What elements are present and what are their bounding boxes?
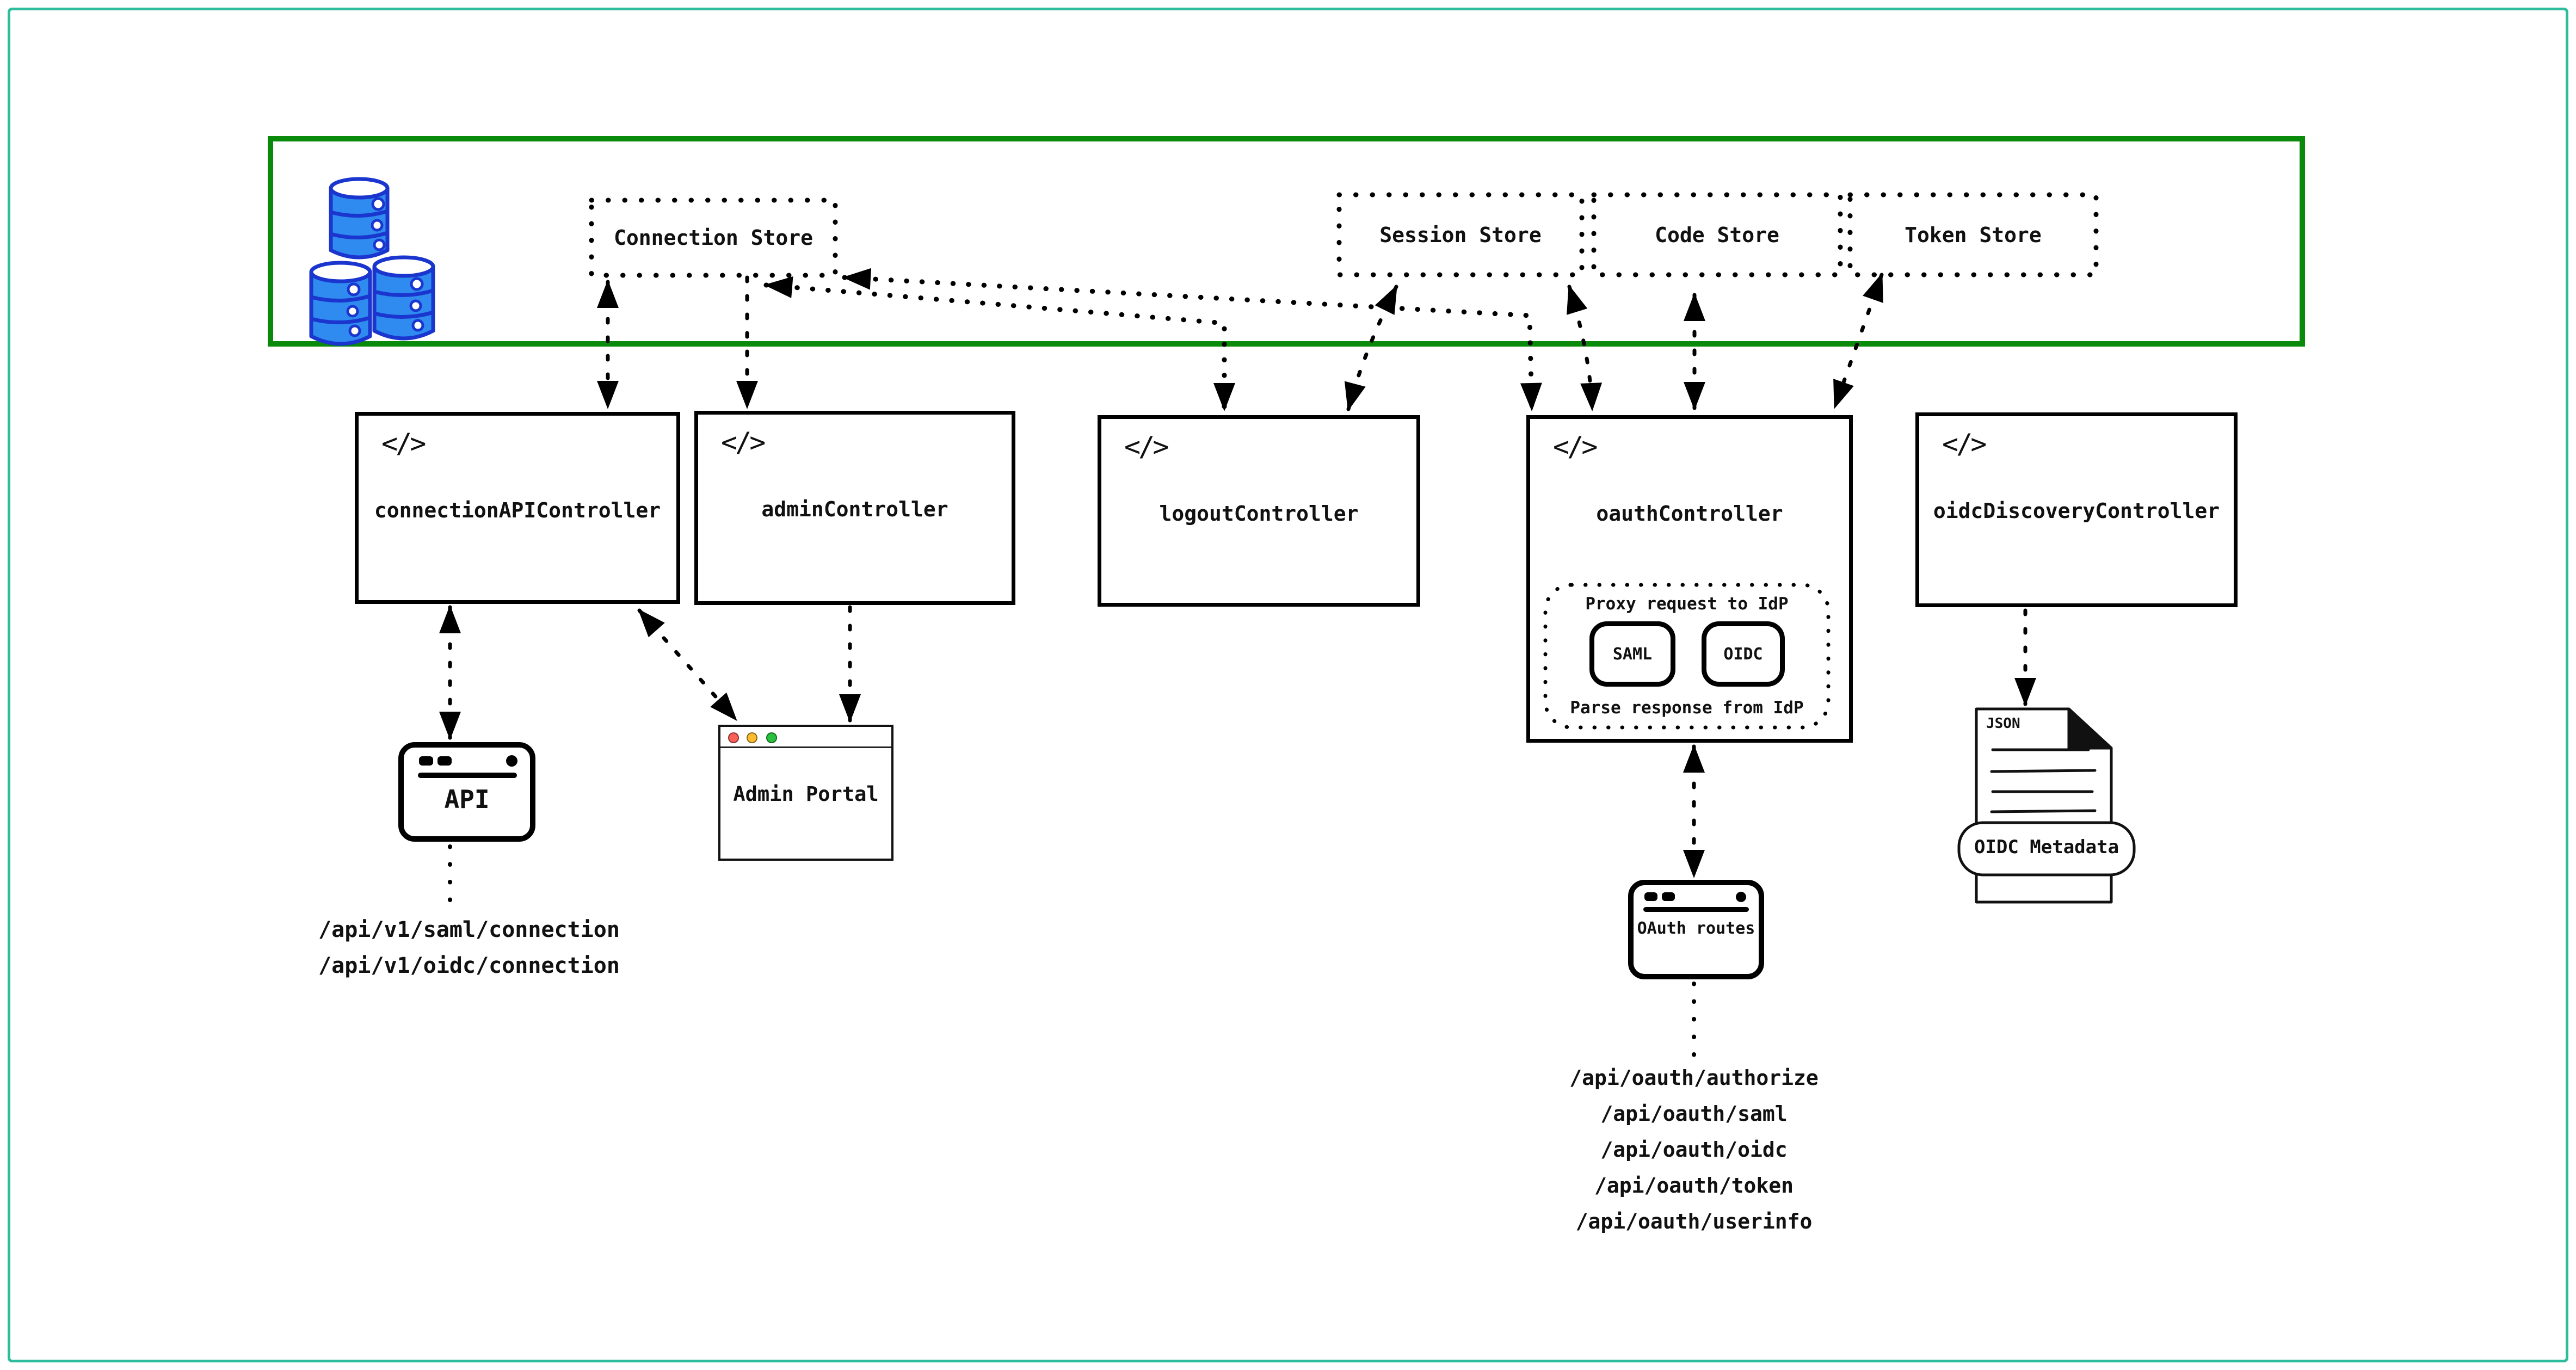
store-session-label: Session Store [1379, 223, 1542, 247]
oauth-endpoint-list: /api/oauth/authorize /api/oauth/saml /ap… [1531, 1060, 1857, 1239]
controller-admin-label: adminController [761, 497, 948, 521]
api-window-label: API [444, 785, 490, 814]
traffic-light-green-icon [766, 732, 777, 743]
api-window-icon: API [398, 742, 535, 842]
endpoint: /api/oauth/userinfo [1575, 1209, 1813, 1233]
store-code-label: Code Store [1655, 223, 1779, 247]
outer-border [8, 8, 2568, 1362]
traffic-light-yellow-icon [747, 732, 757, 743]
code-icon: </> [1942, 428, 1987, 460]
oauth-routes-label: OAuth routes [1637, 919, 1755, 938]
api-endpoint-list: /api/v1/saml/connection /api/v1/oidc/con… [306, 912, 632, 984]
controller-logout-label: logoutController [1159, 502, 1359, 526]
proxy-request-label: Proxy request to IdP [1585, 594, 1789, 614]
oidc-chip-label: OIDC [1723, 644, 1763, 664]
controller-admin: </> adminController [694, 411, 1015, 605]
json-file-type-label: JSON [1986, 715, 2020, 732]
controller-logout: </> logoutController [1098, 415, 1420, 607]
code-icon: </> [1124, 431, 1169, 462]
traffic-light-red-icon [728, 732, 739, 743]
controller-connection-api-label: connectionAPIController [374, 498, 661, 522]
saml-chip: SAML [1589, 621, 1675, 687]
controller-oidc-discovery: </> oidcDiscoveryController [1915, 412, 2238, 607]
endpoint: /api/oauth/token [1594, 1174, 1794, 1198]
window-dot-icon [506, 755, 517, 767]
oidc-chip: OIDC [1702, 621, 1785, 687]
controller-oidc-discovery-label: oidcDiscoveryController [1933, 499, 2220, 523]
controller-oauth-label: oauthController [1596, 502, 1783, 526]
admin-portal-window: Admin Portal [718, 725, 893, 861]
endpoint: /api/oauth/authorize [1569, 1066, 1819, 1090]
window-dot-icon [437, 756, 452, 766]
window-titlebar-line [418, 773, 517, 778]
store-connection-label: Connection Store [613, 226, 814, 250]
window-dot-icon [1736, 892, 1746, 902]
window-dot-icon [1662, 892, 1675, 901]
controller-oauth: </> oauthController [1526, 415, 1853, 743]
admin-portal-label: Admin Portal [733, 782, 879, 806]
window-titlebar-line [1643, 907, 1749, 912]
oidc-metadata-label: OIDC Metadata [1974, 836, 2119, 858]
code-icon: </> [721, 427, 766, 458]
code-icon: </> [1553, 431, 1598, 462]
admin-portal-titlebar [720, 727, 891, 748]
window-dot-icon [419, 756, 433, 766]
endpoint: /api/v1/oidc/connection [318, 953, 620, 978]
controller-connection-api: </> connectionAPIController [355, 412, 680, 604]
oauth-routes-window-icon: OAuth routes [1628, 880, 1764, 979]
store-token-label: Token Store [1905, 223, 2042, 247]
saml-chip-label: SAML [1612, 644, 1653, 664]
endpoint: /api/v1/saml/connection [318, 917, 620, 942]
parse-response-label: Parse response from IdP [1570, 698, 1804, 718]
window-dot-icon [1644, 892, 1657, 901]
endpoint: /api/oauth/oidc [1600, 1138, 1788, 1162]
endpoint: /api/oauth/saml [1600, 1102, 1788, 1126]
code-icon: </> [381, 428, 426, 459]
